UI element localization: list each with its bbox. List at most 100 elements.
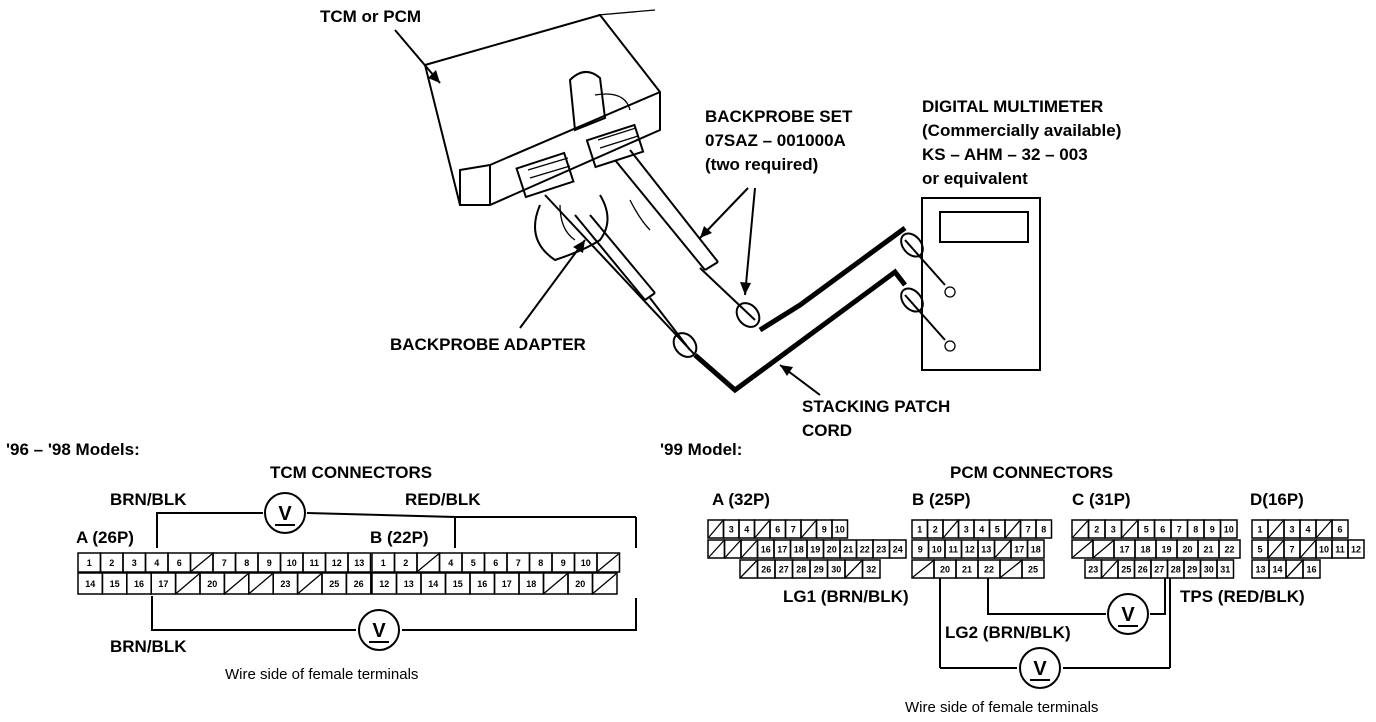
pcm-b-row3-unused-slash xyxy=(912,560,934,578)
tcm-b-row1-pin-number: 6 xyxy=(493,558,498,568)
pcm-b-row1-pin-number: 4 xyxy=(979,525,984,535)
pcm-d-row2-pin-number: 12 xyxy=(1351,545,1361,555)
pcm-connector-b-label: B (25P) xyxy=(912,490,971,509)
pcm-c-row3-pin-number: 26 xyxy=(1138,565,1148,575)
tcm-a-row2-pin-number: 26 xyxy=(354,579,364,589)
pcm-b-row2-pin-number: 17 xyxy=(1014,545,1024,555)
pcm-voltmeter-lg2: V xyxy=(1107,593,1149,635)
pcm-d-row2-pin-number: 5 xyxy=(1257,545,1262,555)
tcm-a-row2-pin-number: 16 xyxy=(134,579,144,589)
tcm-b-row2-pin-number: 15 xyxy=(453,579,463,589)
pcm-b-row1-pin-number: 2 xyxy=(933,525,938,535)
pcm-a-row2-cell xyxy=(888,539,907,559)
pcm-d-row1-pin-number: 4 xyxy=(1305,525,1310,535)
tcm-voltmeter-top: V xyxy=(264,492,306,534)
pcm-a-row1-unused-slash xyxy=(755,520,770,538)
stacking-cord-label: STACKING PATCH CORD xyxy=(802,397,955,440)
pcm-voltmeter-lg1-symbol: V xyxy=(1033,658,1047,680)
tcm-b-row2-cell xyxy=(591,572,618,595)
tcm-a-row2-pin-number: 20 xyxy=(207,579,217,589)
tcm-wire-brn-blk-bottom: BRN/BLK xyxy=(110,637,187,656)
pcm-a-row2-pin-number: 18 xyxy=(794,545,804,555)
tcm-a-row2-pin-number: 15 xyxy=(110,579,120,589)
pcm-a-row3-unused-slash xyxy=(845,560,862,578)
tcm-a-row1-pin-number: 12 xyxy=(332,558,342,568)
pcm-b-row1-pin-number: 1 xyxy=(917,525,922,535)
pcm-b-row1-pin-number: 5 xyxy=(995,525,1000,535)
pcm-tps-label: TPS (RED/BLK) xyxy=(1180,587,1305,606)
tcm-a-row1-pin-number: 4 xyxy=(154,558,159,568)
pcm-d-row1-pin-number: 3 xyxy=(1289,525,1294,535)
right-model-heading: '99 Model: xyxy=(660,440,742,459)
pcm-c-row2-pin-number: 22 xyxy=(1224,545,1234,555)
pcm-a-row2-pin-number: 20 xyxy=(827,545,837,555)
tcm-a-row1-pin-number: 1 xyxy=(87,558,92,568)
tcm-a-row1-pin-number: 8 xyxy=(244,558,249,568)
backprobe-set-line1: BACKPROBE SET xyxy=(705,107,853,126)
pcm-b-row1-unused-slash xyxy=(1005,520,1020,538)
pcm-d-row2-cell xyxy=(1347,539,1365,559)
pcm-a-row2-pin-number: 23 xyxy=(876,545,886,555)
pcm-d-row2-pin-number: 11 xyxy=(1335,545,1345,555)
backprobe-adapter-label: BACKPROBE ADAPTER xyxy=(390,335,586,354)
tcm-a-row1-pin-number: 9 xyxy=(267,558,272,568)
pcm-d-row1-pin-number: 6 xyxy=(1337,525,1342,535)
pcm-a-row2-pin-number: 21 xyxy=(843,545,853,555)
pcm-c-row1-cell xyxy=(1219,519,1238,539)
tcm-wire-red-blk: RED/BLK xyxy=(405,490,481,509)
pcm-a-row3-pin-number: 30 xyxy=(831,565,841,575)
pcm-b-row1-unused-slash xyxy=(943,520,958,538)
tcm-b-row2-pin-number: 20 xyxy=(575,579,585,589)
tcm-b-row1-unused-slash xyxy=(417,553,439,572)
pcm-a-row2-unused-slash xyxy=(741,540,757,558)
pcm-d-row1-pin-number: 1 xyxy=(1257,525,1262,535)
pcm-c-row3-pin-number: 28 xyxy=(1171,565,1181,575)
pcm-d-row3-unused-slash xyxy=(1286,560,1303,578)
pcm-d-row3-pin-number: 16 xyxy=(1306,565,1316,575)
pcm-a-row3-pin-number: 27 xyxy=(779,565,789,575)
left-model-heading: '96 – '98 Models: xyxy=(6,440,140,459)
tcm-test-wiring xyxy=(151,512,637,631)
pcm-c-row1-pin-number: 6 xyxy=(1160,525,1165,535)
pcm-c-row2-pin-number: 21 xyxy=(1203,545,1213,555)
pcm-c-row2-unused-slash xyxy=(1072,540,1093,558)
tcm-a-row1-pin-number: 7 xyxy=(222,558,227,568)
pcm-a-row1-unused-slash xyxy=(801,520,816,538)
pcm-a-row1-unused-slash xyxy=(708,520,723,538)
pcm-b-row1-pin-number: 3 xyxy=(964,525,969,535)
pcm-c-row3-pin-number: 31 xyxy=(1220,565,1230,575)
pcm-voltmeter-lg1: V xyxy=(1019,647,1061,689)
multimeter-label: DIGITAL MULTIMETER (Commercially availab… xyxy=(922,97,1126,188)
tcm-b-row1-pin-number: 2 xyxy=(403,558,408,568)
pcm-c-row1-pin-number: 5 xyxy=(1144,525,1149,535)
pcm-a-row2-pin-number: 16 xyxy=(761,545,771,555)
tcm-b-row2-pin-number: 13 xyxy=(404,579,414,589)
stacking-cord-arrow xyxy=(779,364,821,396)
tcm-b-row1-pin-number: 1 xyxy=(381,558,386,568)
pcm-test-wiring xyxy=(939,578,1171,669)
pcm-b-row1-cell xyxy=(1035,519,1053,539)
pcm-d-row2-unused-slash xyxy=(1268,540,1284,558)
pcm-b-row2-pin-number: 12 xyxy=(965,545,975,555)
pcm-b-row2-pin-number: 18 xyxy=(1031,545,1041,555)
pcm-lg1-label: LG1 (BRN/BLK) xyxy=(783,587,909,606)
pcm-a-row2-unused-slash xyxy=(725,540,741,558)
pcm-footnote: Wire side of female terminals xyxy=(905,699,1098,716)
stacking-cord-line1: STACKING PATCH xyxy=(802,397,950,416)
pcm-c-row3-pin-number: 30 xyxy=(1204,565,1214,575)
tcm-b-row1-pin-number: 9 xyxy=(561,558,566,568)
multimeter-line3: KS – AHM – 32 – 003 xyxy=(922,145,1088,164)
pcm-b-row3-unused-slash xyxy=(1000,560,1022,578)
tcm-footnote: Wire side of female terminals xyxy=(225,666,418,683)
multimeter-line2: (Commercially available) xyxy=(922,121,1121,140)
pcm-a-row1-pin-number: 6 xyxy=(775,525,780,535)
tcm-pcm-unit xyxy=(423,9,661,262)
pcm-c-row3-pin-number: 27 xyxy=(1154,565,1164,575)
tcm-b-row1-pin-number: 8 xyxy=(538,558,543,568)
tcm-b-row2-unused-slash xyxy=(593,573,617,594)
pcm-a-row2-pin-number: 17 xyxy=(777,545,787,555)
backprobe-set-label: BACKPROBE SET 07SAZ – 001000A (two requi… xyxy=(705,107,857,174)
pcm-b-row1-pin-number: 7 xyxy=(1026,525,1031,535)
